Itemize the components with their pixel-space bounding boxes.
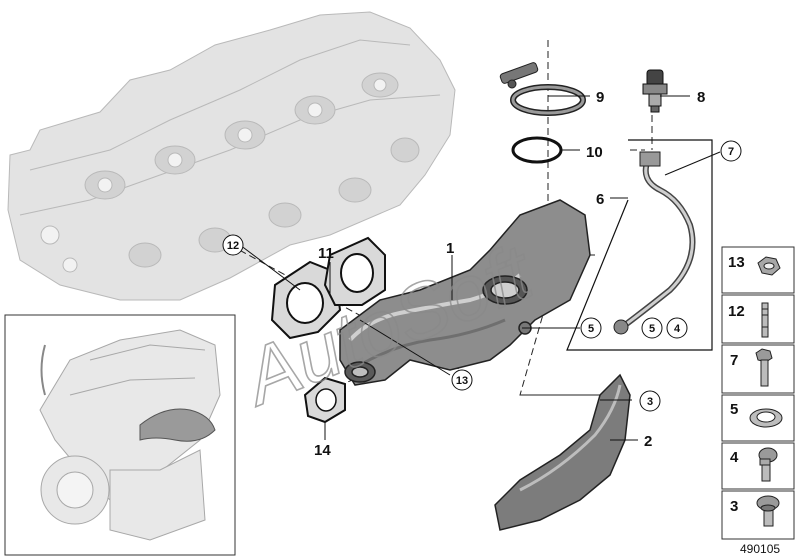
- callout-10: 10: [586, 144, 603, 161]
- manifold-gaskets: [270, 236, 386, 340]
- small-flange-gasket: [303, 376, 346, 424]
- leader-lines: [239, 95, 721, 441]
- circled-callout-5-right: 5: [641, 317, 663, 339]
- svg-text:5: 5: [588, 323, 594, 335]
- svg-text:12: 12: [227, 240, 239, 252]
- svg-text:3: 3: [647, 396, 653, 408]
- svg-text:4: 4: [674, 323, 681, 335]
- callout-2: 2: [644, 433, 652, 450]
- svg-text:7: 7: [728, 146, 734, 158]
- watermark: AutoSoft: [229, 226, 546, 422]
- circled-callout-4: 4: [666, 317, 688, 339]
- callout-1: 1: [446, 240, 454, 257]
- flange-bolt-icon: [756, 495, 780, 527]
- svg-text:5: 5: [649, 323, 655, 335]
- stud-icon: [761, 302, 769, 338]
- legend-num-4: 4: [730, 449, 739, 466]
- callout-8: 8: [697, 89, 705, 106]
- circled-callout-12: 12: [222, 234, 244, 256]
- circled-callout-13: 13: [451, 369, 473, 391]
- callout-6: 6: [596, 191, 604, 208]
- cylinder-head: [7, 11, 456, 301]
- legend-num-3: 3: [730, 498, 738, 515]
- legend-num-12: 12: [728, 303, 745, 320]
- legend-num-13: 13: [728, 254, 745, 271]
- svg-text:13: 13: [456, 375, 468, 387]
- washer-icon: [749, 408, 783, 428]
- banjo-fitting-icon: [758, 447, 778, 482]
- pipe-group: [566, 139, 713, 351]
- bolt-icon: [755, 348, 773, 387]
- document-number: 490105: [740, 542, 780, 556]
- heat-shield: [494, 373, 631, 531]
- fastener-legend: 13 12 7 5 4: [721, 246, 795, 540]
- engine-inset: [4, 314, 236, 556]
- legend-num-5: 5: [730, 401, 738, 418]
- legend-num-7: 7: [730, 352, 738, 369]
- nut-icon: [757, 256, 781, 276]
- temperature-sensor: [642, 69, 668, 113]
- callout-9: 9: [596, 89, 604, 106]
- exhaust-manifold: [339, 199, 591, 386]
- sealing-ring: [511, 136, 563, 164]
- circled-callout-5-left: 5: [580, 317, 602, 339]
- callout-14: 14: [314, 442, 331, 459]
- v-band-clamp: [499, 62, 586, 116]
- callout-11: 11: [318, 245, 334, 262]
- circled-callout-7: 7: [720, 140, 742, 162]
- inset-manifold: [139, 408, 216, 442]
- circled-callout-3: 3: [639, 390, 661, 412]
